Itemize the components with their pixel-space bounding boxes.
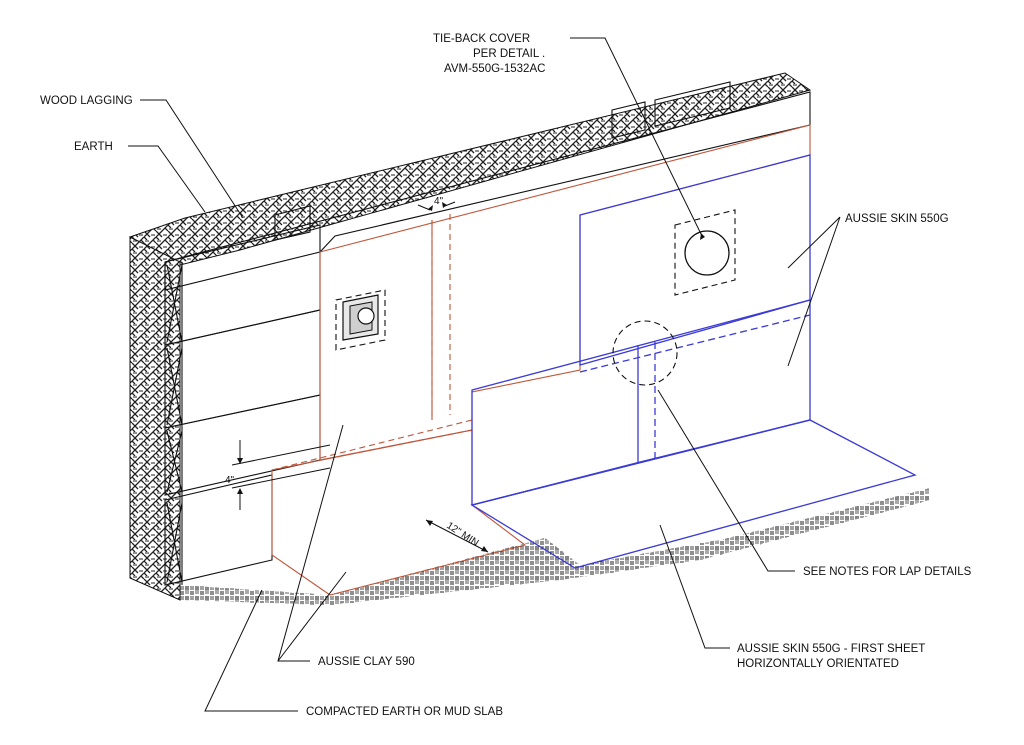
- tie-back-cover-right: [674, 209, 736, 296]
- aussie-clay-label: AUSSIE CLAY 590: [318, 656, 415, 668]
- leader-lines: [128, 37, 841, 712]
- aussie-skin-label: AUSSIE SKIN 550G: [845, 213, 949, 225]
- lap-top-text: 4": [434, 196, 444, 207]
- min-clay-text: 12" MIN: [444, 520, 480, 549]
- wood-lagging: [164, 81, 811, 586]
- earth-side: [129, 236, 181, 601]
- wood-lagging-label: WOOD LAGGING: [40, 95, 133, 107]
- lap-left-text: 4": [225, 475, 235, 486]
- tie-back-cover-left: [335, 289, 386, 351]
- tie-back-cover-label-3: AVM-550G-1532AC: [444, 63, 545, 75]
- tie-back-cover-label-2: PER DETAIL .: [473, 48, 545, 60]
- first-sheet-label-1: AUSSIE SKIN 550G - FIRST SHEET: [737, 643, 925, 655]
- lap-detail-circle: [612, 320, 678, 386]
- dimension-lap-left: 4": [225, 440, 331, 510]
- dimension-lap-top: 4": [417, 196, 456, 211]
- aussie-skin-lower-sheet: [471, 299, 811, 506]
- tie-back-cover-label-1: TIE-BACK COVER: [433, 33, 530, 45]
- compacted-earth-slab: [180, 488, 930, 605]
- see-notes-label: SEE NOTES FOR LAP DETAILS: [803, 566, 972, 578]
- compacted-earth-label: COMPACTED EARTH OR MUD SLAB: [306, 706, 503, 718]
- earth-label: EARTH: [74, 141, 113, 153]
- first-sheet-label-2: HORIZONTALLY ORIENTATED: [737, 658, 899, 670]
- dimension-min-clay: 12" MIN: [425, 519, 489, 553]
